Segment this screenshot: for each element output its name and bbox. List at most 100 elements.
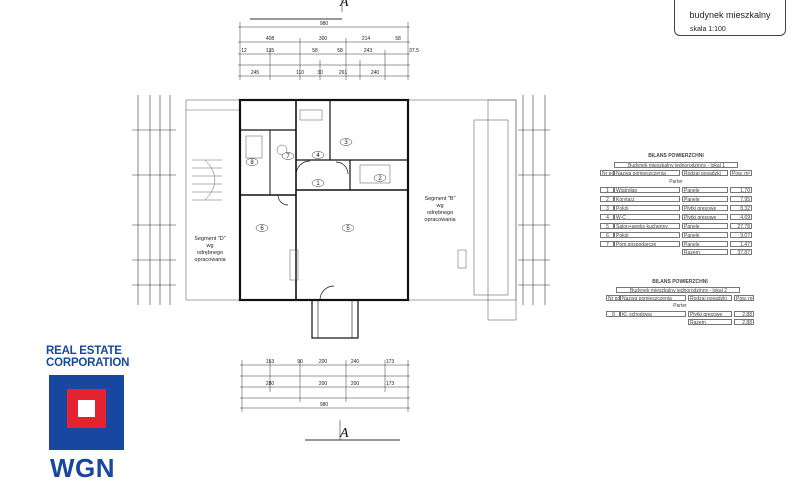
logo-line-2: CORPORATION (46, 357, 130, 369)
room-tag: 4 (311, 151, 325, 159)
table-col-header: Nazwa pomieszczenia (614, 170, 680, 176)
table-cell: Pokój (614, 232, 680, 238)
table-col-header: Nr pom. (600, 170, 614, 176)
dim-label: 58 (395, 36, 401, 42)
drawing-scale: skala 1:100 (690, 26, 726, 33)
dim-label: 261 (339, 70, 348, 76)
svg-text:7: 7 (286, 154, 290, 160)
table-cell: Płytki gresowe (682, 214, 728, 220)
svg-text:3: 3 (344, 140, 348, 146)
dim-label: 173 (386, 381, 395, 387)
room-tag: 1 (311, 179, 325, 187)
table-subtitle: Budynek mieszkalny jednorodzinny - lokal… (614, 162, 738, 168)
segment-b-label: opracowania (424, 217, 456, 223)
dim-label: 214 (362, 36, 371, 42)
table-title: BILANS POWIERZCHNI (652, 279, 708, 285)
table-cell: 2 (600, 196, 614, 202)
table-cell: 4,69 (730, 214, 752, 220)
table-cell: Kl. schodowa (620, 311, 686, 317)
table-cell: 3 (600, 205, 614, 211)
dim-label: 37.5 (409, 48, 419, 54)
dim-label: 980 (320, 402, 329, 408)
table-cell: Panele (682, 223, 728, 229)
segment-d-label: wg (205, 243, 213, 249)
table-cell: 5 (600, 223, 614, 229)
room-tag: 5 (341, 224, 355, 232)
svg-text:6: 6 (260, 226, 264, 232)
table-total-label: Razem (688, 319, 732, 325)
svg-text:8: 8 (250, 160, 254, 166)
room-tag: 7 (281, 152, 295, 160)
title-block: budynek mieszkalny (674, 0, 786, 36)
section-marker-top: A (339, 0, 349, 10)
table-cell: 7,95 (730, 196, 752, 202)
table-cell: 2,88 (734, 311, 754, 317)
table-floor: Parter (669, 179, 683, 185)
table-col-header: Pow. m² (730, 170, 752, 176)
segment-b-label: Segment "B" (424, 196, 455, 202)
table-floor: Parter (673, 303, 687, 309)
table-cell: Panele (682, 187, 728, 193)
table-subtitle: Budynek mieszkalny jednorodzinny - lokal… (616, 287, 740, 293)
dim-label: 240 (371, 70, 380, 76)
table-cell: 4 (600, 214, 614, 220)
table-cell: Płytki gresowe (688, 311, 732, 317)
segment-b-label: wg (435, 203, 443, 209)
dim-label: 58 (337, 48, 343, 54)
table-cell: 1 (600, 187, 614, 193)
table-col-header: Rodzaj posadzki (682, 170, 728, 176)
area-table-lokal-1: BILANS POWIERZCHNI Budynek mieszkalny je… (600, 153, 752, 258)
dim-label: 173 (386, 359, 395, 365)
table-cell: 6 (600, 232, 614, 238)
dim-label: 280 (266, 381, 275, 387)
company-logo: REAL ESTATE CORPORATION WGN (46, 345, 130, 483)
table-cell: Panele (682, 232, 728, 238)
dim-label: 240 (351, 359, 360, 365)
drawing-title: budynek mieszkalny (689, 10, 771, 20)
table-col-header: Pow. m² (734, 295, 754, 301)
segment-b-label: odrębnego (427, 210, 453, 216)
svg-text:4: 4 (316, 153, 320, 159)
table-cell: 8 (606, 311, 620, 317)
table-cell: Salon+aneks kuchenny (614, 223, 680, 229)
table-col-header: Rodzaj posadzki (688, 295, 732, 301)
logo-line-1: REAL ESTATE (46, 345, 122, 357)
dim-label: 245 (251, 70, 260, 76)
segment-d-label: odrębnego (197, 250, 223, 256)
dim-label: 30 (317, 70, 323, 76)
segment-d-label: opracowania (194, 257, 226, 263)
dim-label: 200 (319, 381, 328, 387)
area-table-lokal-2: BILANS POWIERZCHNI Budynek mieszkalny je… (606, 279, 754, 329)
svg-text:5: 5 (346, 226, 350, 232)
dim-label: 58 (312, 48, 318, 54)
logo-brand: WGN (50, 453, 116, 483)
dim-label: 135 (266, 48, 275, 54)
dim-label: 90 (297, 359, 303, 365)
section-marker-bottom: A (339, 426, 349, 441)
segment-d-label: Segment "D" (194, 236, 225, 242)
table-cell: Pokój (614, 205, 680, 211)
room-tag: 3 (339, 138, 353, 146)
table-cell: Pom.gospodarcze (614, 241, 680, 247)
table-cell: 9,07 (730, 232, 752, 238)
dim-label: 12 (241, 48, 247, 54)
room-tag: 2 (373, 174, 387, 182)
dim-label: 200 (351, 381, 360, 387)
dim-label: 980 (320, 21, 329, 27)
table-cell: 1,70 (730, 187, 752, 193)
table-col-header: Nr pom. (606, 295, 620, 301)
dim-label: 408 (266, 36, 275, 42)
svg-text:2: 2 (378, 176, 382, 182)
table-col-header: Nazwa pomieszczenia (620, 295, 686, 301)
dim-label: 153 (266, 359, 275, 365)
table-cell: W-C (614, 214, 680, 220)
table-cell: Wiatrołap (614, 187, 680, 193)
table-cell: Korytarz (614, 196, 680, 202)
table-cell: 27,78 (730, 223, 752, 229)
table-total: 2,88 (734, 319, 754, 325)
svg-text:1: 1 (316, 181, 320, 187)
table-cell: 8,32 (730, 205, 752, 211)
table-total-label: Razem (682, 249, 728, 255)
table-cell: Panele (682, 196, 728, 202)
